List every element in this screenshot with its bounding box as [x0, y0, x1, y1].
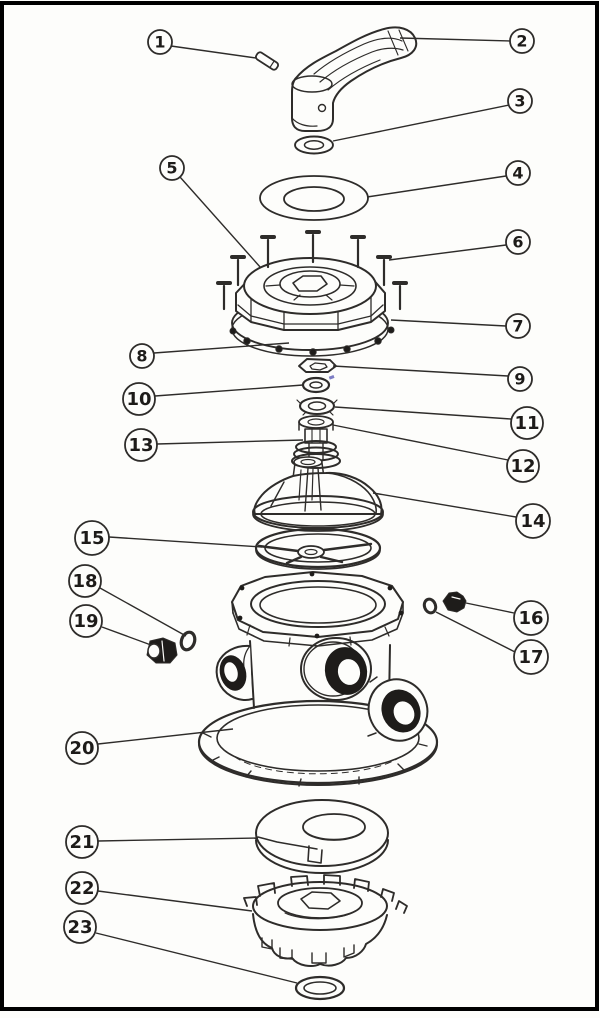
callout-number-5: 5: [166, 159, 177, 178]
disc-part: [255, 799, 389, 874]
lock-ring-part: [243, 874, 408, 967]
leader-line-17: [435, 611, 516, 653]
cover-screws-part: [229, 326, 395, 356]
callout-badge-3: [507, 88, 533, 114]
callout-badge-22: [65, 871, 99, 905]
leader-line-11: [334, 406, 512, 420]
side-oring-part: [179, 630, 197, 652]
callout-badge-23: [63, 910, 97, 944]
leader-line-10: [154, 384, 304, 397]
callout-number-22: 22: [69, 878, 94, 899]
callout-badge-8: [129, 343, 155, 369]
callout-badge-12: [506, 449, 540, 483]
callout-number-13: 13: [128, 435, 153, 456]
callout-badge-15: [74, 520, 110, 556]
callout-number-3: 3: [514, 92, 525, 111]
callout-badge-2: [509, 28, 535, 54]
leader-line-13: [156, 439, 304, 445]
handle-part: [291, 26, 418, 132]
stem-oring-part: [301, 375, 335, 394]
handle-pin-part: [255, 51, 279, 71]
callout-badge-14: [515, 503, 551, 539]
callout-number-21: 21: [69, 832, 94, 853]
leader-line-20: [97, 728, 234, 745]
callout-number-20: 20: [69, 738, 94, 759]
leader-line-23: [95, 932, 298, 984]
diverter-part: [252, 456, 384, 532]
callout-badge-5: [159, 155, 185, 181]
callout-number-2: 2: [516, 32, 527, 51]
callout-badge-11: [510, 406, 544, 440]
stem-part: [298, 415, 334, 444]
callout-number-14: 14: [520, 511, 545, 532]
leader-line-4: [366, 175, 507, 198]
callout-badge-20: [65, 731, 99, 765]
side-plug-part: [146, 637, 178, 664]
spacer-washer-part: [296, 396, 338, 416]
callout-number-12: 12: [510, 456, 535, 477]
leader-line-15: [108, 536, 263, 548]
callout-number-6: 6: [512, 233, 523, 252]
spring-part: [291, 440, 341, 469]
leader-line-16: [465, 602, 515, 614]
callout-number-23: 23: [67, 917, 92, 938]
cover-part: [235, 257, 386, 331]
spider-gasket-part: [254, 527, 382, 570]
callout-number-11: 11: [514, 413, 539, 434]
leader-line-3: [332, 104, 510, 142]
leader-line-6: [388, 244, 507, 261]
callout-badge-19: [69, 604, 103, 638]
leader-line-14: [372, 492, 517, 518]
leader-line-5: [179, 176, 262, 269]
leader-line-22: [97, 890, 253, 912]
drain-plug-part: [442, 591, 467, 613]
leader-line-9: [332, 365, 509, 377]
callout-number-7: 7: [512, 317, 523, 336]
callout-number-4: 4: [512, 164, 523, 183]
callout-number-1: 1: [154, 33, 165, 52]
callout-badge-16: [513, 600, 549, 636]
cover-bolts-part: [216, 230, 408, 311]
callout-number-9: 9: [514, 370, 525, 389]
callout-badge-1: [147, 29, 173, 55]
callout-number-16: 16: [518, 608, 543, 629]
scan-artifact: [328, 375, 335, 380]
callout-number-8: 8: [136, 347, 147, 366]
leader-line-2: [399, 37, 511, 42]
bottom-oring-part: [294, 975, 346, 1001]
callout-number-15: 15: [79, 528, 104, 549]
callout-badge-4: [505, 160, 531, 186]
callout-badge-17: [513, 639, 549, 675]
callout-badge-21: [65, 825, 99, 859]
callout-badge-13: [124, 428, 158, 462]
leader-line-19: [101, 626, 152, 646]
leader-line-8: [153, 342, 290, 354]
drain-plug-oring-part: [422, 597, 438, 615]
callout-badge-6: [505, 229, 531, 255]
callout-number-18: 18: [72, 571, 97, 592]
callout-number-19: 19: [73, 611, 98, 632]
cover-gasket-part: [259, 175, 369, 221]
callout-number-10: 10: [126, 389, 151, 410]
leader-line-12: [332, 424, 509, 461]
callout-badge-7: [505, 313, 531, 339]
callout-badge-18: [68, 564, 102, 598]
handle-washer-part: [294, 135, 334, 155]
callout-badge-9: [507, 366, 533, 392]
leader-line-18: [99, 587, 187, 637]
stem-washer-part: [298, 358, 337, 373]
leader-line-7: [390, 319, 507, 327]
leader-line-1: [170, 45, 257, 59]
valve-body-part: [215, 571, 429, 742]
callout-number-17: 17: [518, 647, 543, 668]
callout-badge-10: [122, 382, 156, 416]
leader-line-21: [97, 837, 259, 842]
